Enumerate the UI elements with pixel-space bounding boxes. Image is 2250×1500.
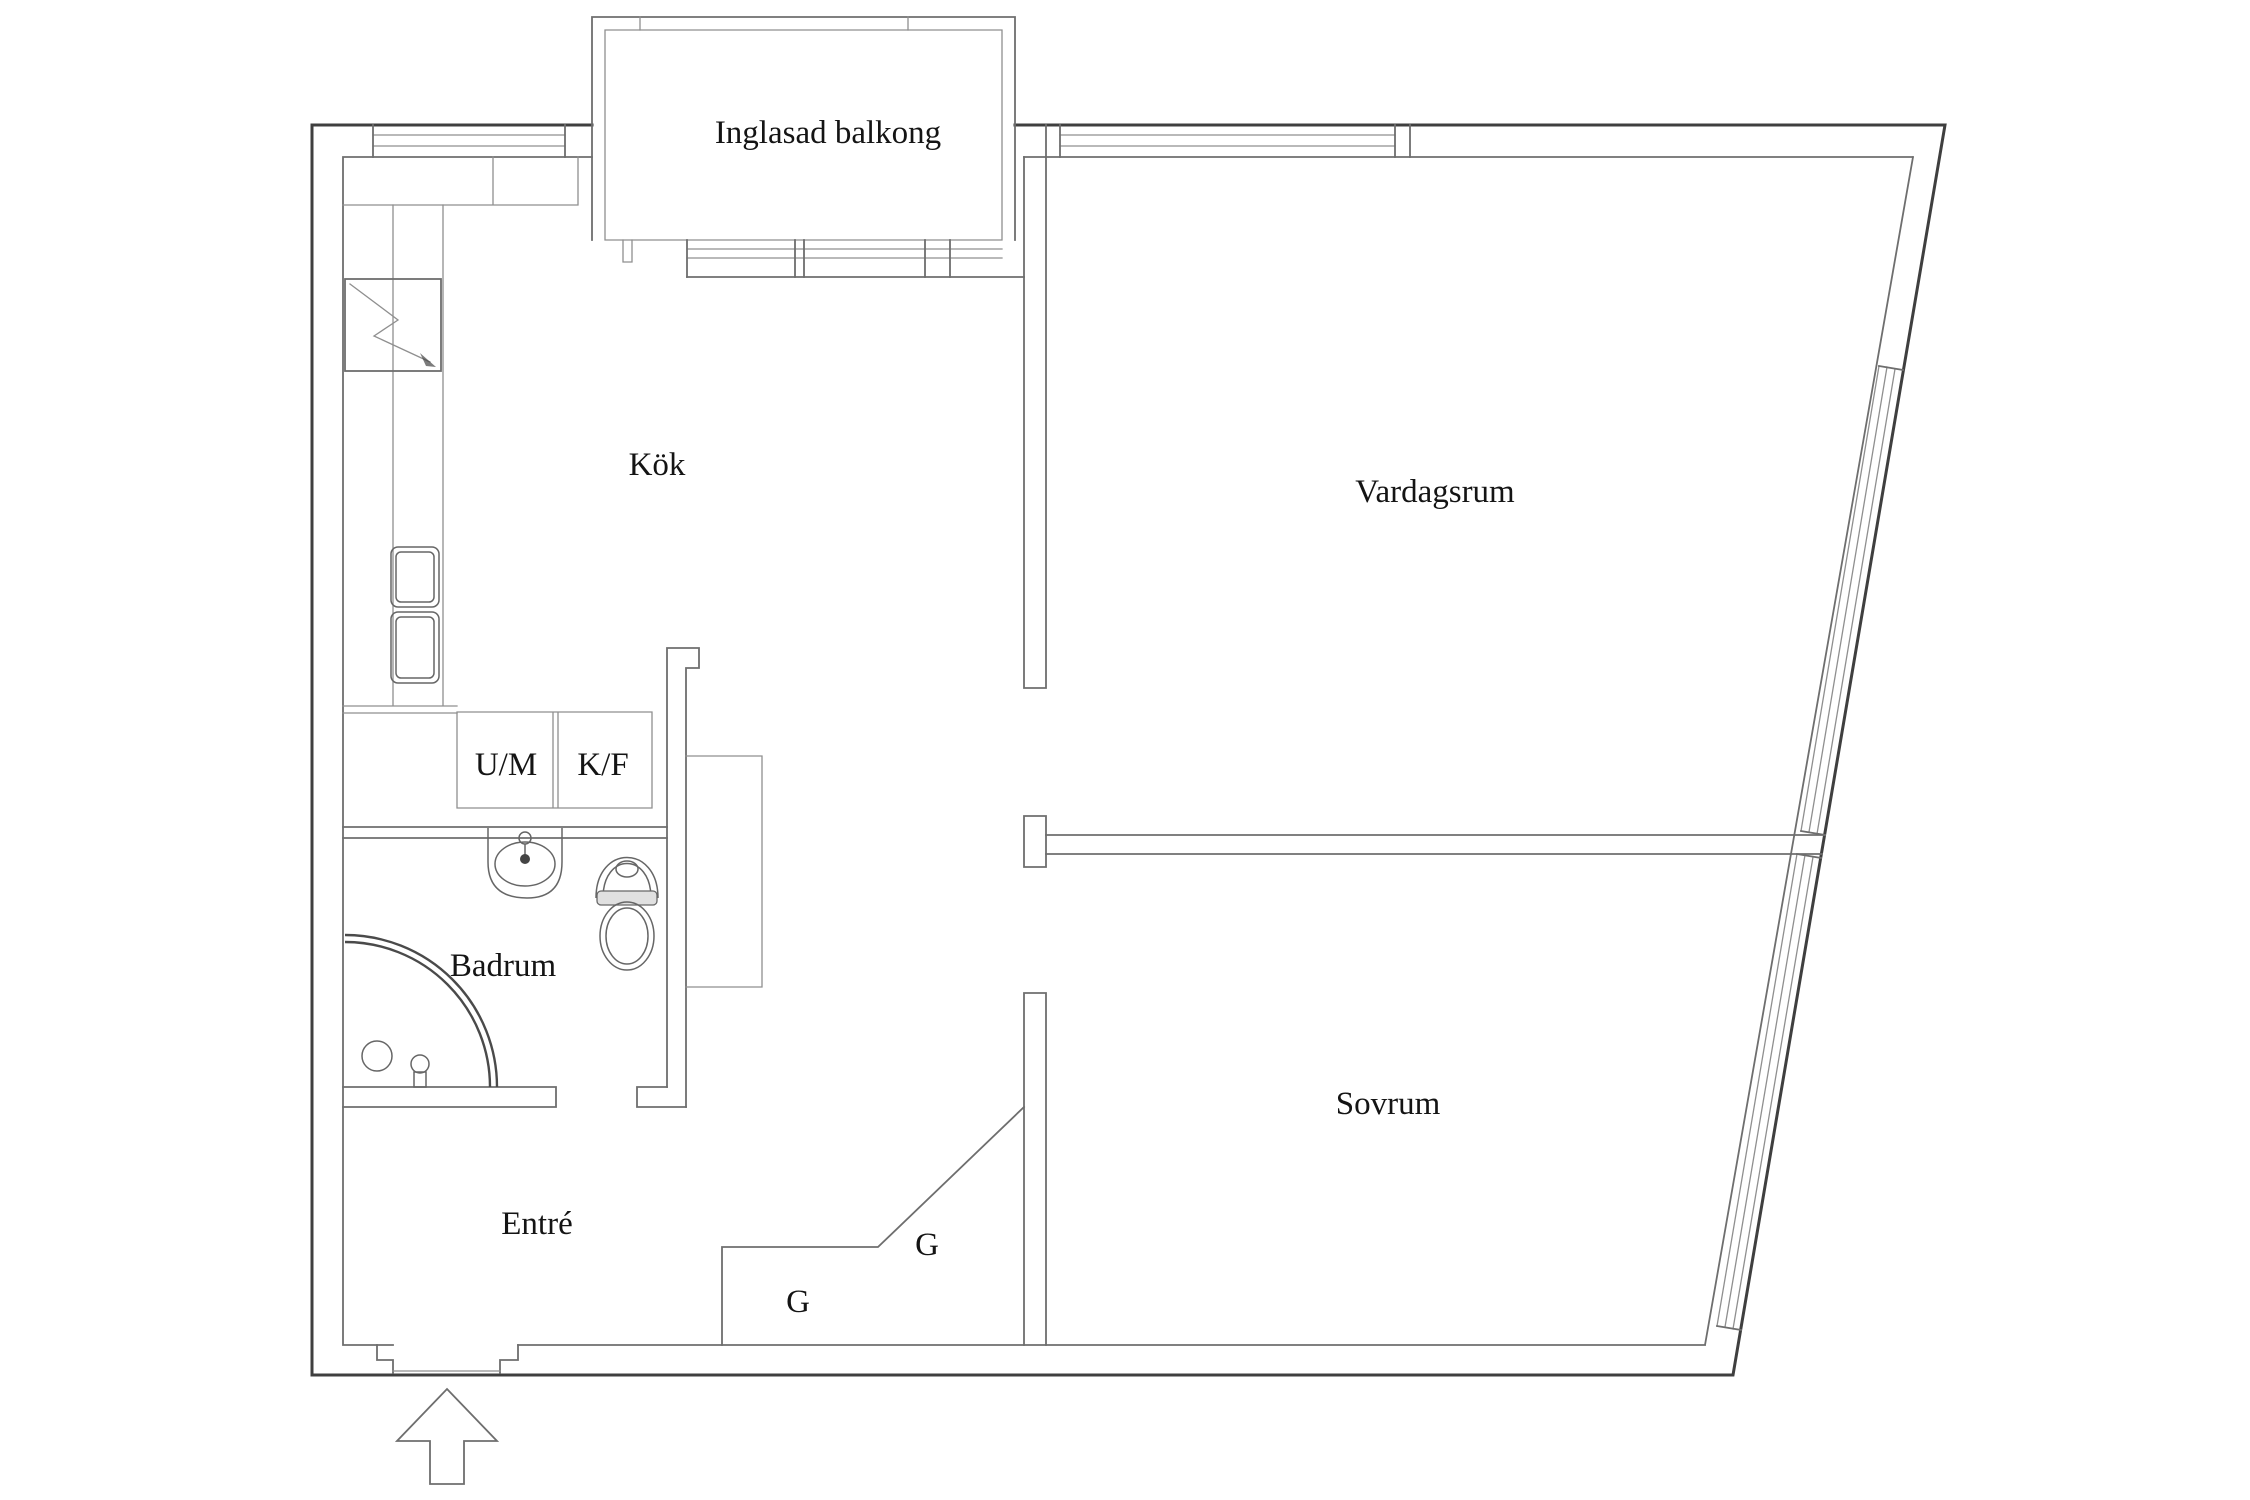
bathroom-fixtures — [344, 828, 659, 1088]
electrical-panel-icon — [344, 278, 442, 372]
top-wall-windows — [372, 124, 1411, 158]
room-label-entre: Entré — [501, 1206, 572, 1242]
appliance-boxes — [456, 711, 653, 809]
kitchen-sink-icon — [390, 546, 440, 684]
wardrobe-label-g2: G — [915, 1227, 939, 1263]
bathroom-sink-icon — [487, 828, 563, 899]
floor-drain-icon — [361, 1040, 393, 1072]
appliance-label-um: U/M — [475, 747, 537, 783]
room-label-sovrum: Sovrum — [1336, 1086, 1441, 1122]
glazed-balcony — [591, 16, 1025, 278]
right-wall-windows — [1715, 364, 1905, 1332]
wardrobe-label-g1: G — [786, 1284, 810, 1320]
toilet-icon — [595, 856, 659, 971]
shower-curtain-arc-inner — [344, 940, 492, 1088]
shower-mixer-icon — [410, 1054, 430, 1088]
appliance-label-kf: K/F — [577, 747, 628, 783]
exterior-walls — [310, 123, 1947, 1377]
entrance-arrow-icon — [394, 1387, 500, 1485]
room-label-vardagsrum: Vardagsrum — [1355, 474, 1515, 510]
interior-walls — [342, 156, 1826, 1346]
room-labels: Inglasad balkong Kök Vardagsrum Badrum S… — [450, 115, 1515, 1320]
room-label-badrum: Badrum — [450, 948, 557, 984]
shower-curtain-arc — [344, 933, 499, 1088]
room-label-inglasad-balkong: Inglasad balkong — [715, 115, 941, 151]
kitchen-fixtures — [342, 156, 653, 809]
room-label-kok: Kök — [629, 447, 686, 483]
